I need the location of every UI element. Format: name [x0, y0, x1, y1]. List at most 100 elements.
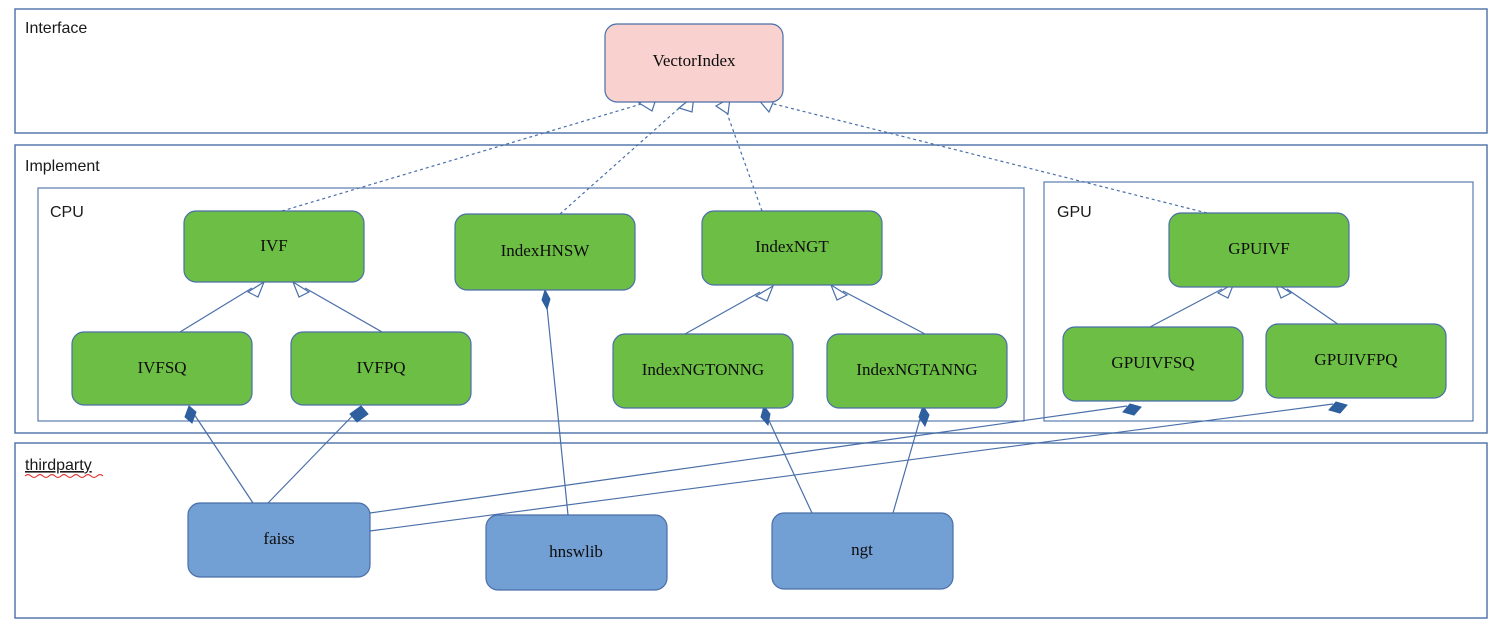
composition-diamond-icon — [1328, 401, 1348, 414]
node-indexngtonng-rect[interactable] — [612, 333, 794, 409]
edge-ivfsq-ivf — [179, 280, 266, 333]
node-gpuivfsq[interactable]: GPUIVFSQ — [1062, 326, 1244, 402]
edge-line — [765, 101, 1208, 214]
node-hnswlib-label: hnswlib — [549, 542, 603, 561]
edge-line — [179, 287, 253, 333]
node-indexngtanng-rect[interactable] — [826, 333, 1008, 409]
node-gpuivfpq-rect[interactable] — [1265, 323, 1447, 399]
node-vectorindex[interactable]: VectorIndex — [604, 23, 784, 103]
frame-implement-label: Implement — [25, 158, 100, 175]
node-hnswlib[interactable]: hnswlib — [485, 514, 668, 591]
node-vectorindex-rect[interactable] — [604, 23, 784, 103]
node-indexngt-label: IndexNGT — [755, 237, 829, 256]
node-ivf-label: IVF — [260, 236, 287, 255]
node-indexhnsw-rect[interactable] — [454, 213, 636, 291]
frame-interface: Interface — [14, 8, 1488, 134]
composition-diamond-icon — [918, 404, 930, 428]
edge-line — [304, 287, 383, 333]
frame-thirdparty: thirdparty — [14, 442, 1488, 619]
edge-indexngtanng-indexngt — [829, 283, 926, 335]
edge-faiss-gpuivfpq — [369, 401, 1348, 532]
spellcheck-squiggle-icon — [24, 473, 104, 479]
edge-faiss-gpuivfsq — [369, 403, 1142, 514]
edge-line — [764, 411, 813, 514]
frame-cpu: CPU — [37, 187, 1025, 422]
edge-line — [684, 291, 761, 335]
node-faiss-label: faiss — [263, 529, 294, 548]
edge-hnswlib-indexhnsw — [541, 288, 569, 516]
node-gpuivfsq-rect[interactable] — [1062, 326, 1244, 402]
frame-gpu-rect — [1043, 181, 1474, 422]
edge-gpuivfpq-gpuivf — [1273, 281, 1343, 328]
frame-interface-label: Interface — [25, 20, 87, 37]
edge-indexhnsw-vectorindex — [559, 94, 695, 215]
edge-indexngt-vectorindex — [714, 96, 763, 212]
node-hnswlib-rect[interactable] — [485, 514, 668, 591]
inheritance-arrowhead-icon — [754, 284, 775, 302]
node-ivfpq[interactable]: IVFPQ — [290, 331, 472, 406]
node-gpuivfpq-label: GPUIVFPQ — [1314, 350, 1397, 369]
edge-line — [842, 290, 926, 335]
frame-thirdparty-label: thirdparty — [25, 457, 92, 474]
edge-line — [369, 405, 1128, 514]
frame-implement: Implement — [14, 144, 1488, 434]
node-indexngtanng[interactable]: IndexNGTANNG — [826, 333, 1008, 409]
edge-line — [722, 101, 763, 212]
node-indexngt-rect[interactable] — [701, 210, 883, 286]
node-ivfsq-rect[interactable] — [71, 331, 253, 406]
edge-faiss-ivfsq — [184, 405, 254, 504]
frame-gpu-label: GPU — [1057, 204, 1092, 221]
node-ivfsq[interactable]: IVFSQ — [71, 331, 253, 406]
node-indexhnsw[interactable]: IndexHNSW — [454, 213, 636, 291]
frame-gpu: GPU — [1043, 181, 1474, 422]
edge-ngt-indexngtonng — [760, 404, 813, 514]
node-gpuivfsq-label: GPUIVFSQ — [1111, 353, 1194, 372]
edge-ivfpq-ivf — [291, 280, 383, 333]
node-ivfpq-rect[interactable] — [290, 331, 472, 406]
node-faiss-rect[interactable] — [187, 502, 371, 578]
node-ivf[interactable]: IVF — [183, 210, 365, 283]
node-indexngt[interactable]: IndexNGT — [701, 210, 883, 286]
composition-diamond-icon — [349, 405, 369, 423]
node-ivfpq-label: IVFPQ — [356, 358, 405, 377]
edge-line — [281, 101, 649, 212]
node-ngt-label: ngt — [851, 540, 873, 559]
node-gpuivf-label: GPUIVF — [1228, 239, 1289, 258]
node-ivfsq-label: IVFSQ — [137, 358, 186, 377]
edge-gpuivfsq-gpuivf — [1149, 281, 1236, 328]
frame-cpu-rect — [37, 187, 1025, 422]
edge-line — [369, 403, 1334, 532]
edge-line — [1286, 288, 1343, 328]
composition-diamond-icon — [760, 404, 771, 427]
node-indexngtanng-label: IndexNGTANNG — [856, 360, 977, 379]
edge-line — [892, 411, 923, 514]
node-ivf-rect[interactable] — [183, 210, 365, 283]
frame-cpu-label: CPU — [50, 204, 84, 221]
edge-line — [1149, 288, 1223, 328]
edge-indexngtonng-indexngt — [684, 284, 775, 335]
edge-line — [545, 296, 569, 516]
node-gpuivfpq[interactable]: GPUIVFPQ — [1265, 323, 1447, 399]
node-indexhnsw-label: IndexHNSW — [501, 241, 591, 260]
edge-line — [189, 407, 254, 504]
node-ngt[interactable]: ngt — [771, 512, 954, 590]
composition-diamond-icon — [541, 288, 551, 311]
node-indexngtonng[interactable]: IndexNGTONNG — [612, 333, 794, 409]
edge-line — [559, 101, 687, 215]
node-gpuivf[interactable]: GPUIVF — [1168, 212, 1350, 288]
node-gpuivf-rect[interactable] — [1168, 212, 1350, 288]
node-ngt-rect[interactable] — [771, 512, 954, 590]
node-indexngtonng-label: IndexNGTONNG — [642, 360, 764, 379]
inheritance-arrowhead-icon — [246, 280, 266, 298]
composition-diamond-icon — [184, 405, 197, 424]
inheritance-arrowhead-icon — [291, 280, 311, 298]
edge-ivf-vectorindex — [281, 94, 658, 212]
composition-diamond-icon — [1122, 403, 1142, 416]
frame-implement-rect — [14, 144, 1488, 434]
node-faiss[interactable]: faiss — [187, 502, 371, 578]
edge-faiss-ivfpq — [267, 405, 369, 504]
edge-line — [267, 407, 361, 504]
edge-gpuivf-vectorindex — [755, 97, 1208, 214]
